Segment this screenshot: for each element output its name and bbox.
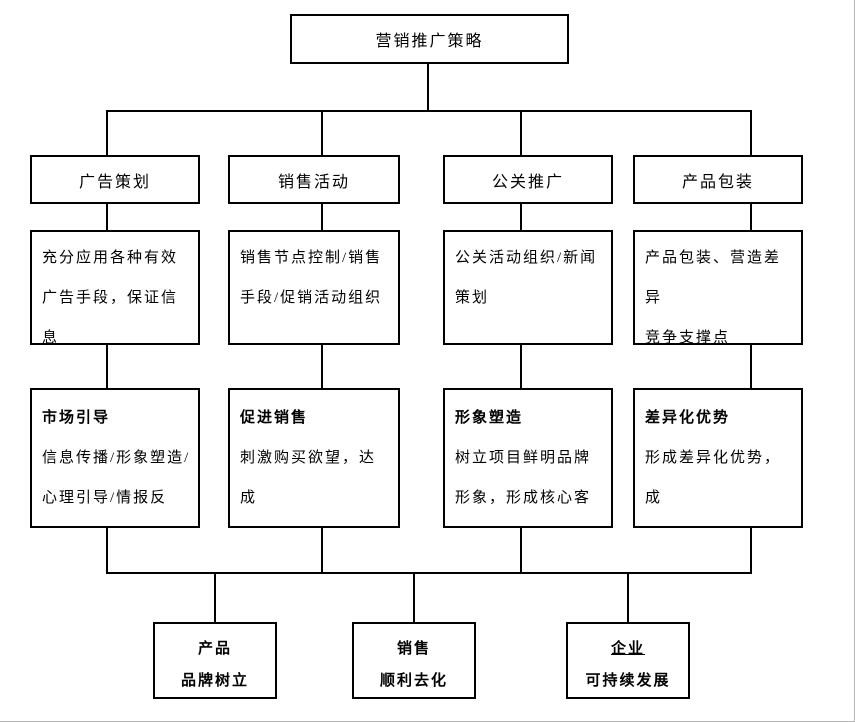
connector-desc-outcome-col1: [106, 345, 108, 389]
connector-result-drop-1: [214, 572, 216, 623]
description-node-col3: 公关活动组织/新闻 策划: [443, 230, 613, 345]
connector-result-drop-3: [627, 572, 629, 623]
outcome-title: 促进销售: [240, 410, 309, 426]
description-line: 策划: [455, 290, 490, 306]
description-line: 公关活动组织/新闻: [455, 250, 598, 266]
header-node-pr-promotion: 公关推广: [443, 155, 613, 204]
outcome-line: 树立项目鲜明品牌: [455, 450, 592, 466]
outcome-node-differentiation: 差异化优势 形成差异化优势，成 就可持续发展资源。: [633, 388, 803, 528]
outcome-line: 信息传播/形象塑造/: [42, 450, 191, 466]
result-line: 可持续发展: [585, 673, 671, 689]
header-label: 产品包装: [681, 173, 754, 191]
connector-root-stem: [427, 63, 429, 111]
header-node-ad-planning: 广告策划: [30, 155, 200, 204]
outcome-title: 市场引导: [42, 410, 111, 426]
description-node-col1: 充分应用各种有效 广告手段，保证信息 传播畅达: [30, 230, 200, 345]
result-node-product-brand: 产品 品牌树立: [153, 622, 277, 699]
outcome-line: 形成差异化优势，成: [645, 450, 782, 506]
connector-hdr-desc-col3: [520, 204, 522, 231]
connector-outcome-bus-col3: [520, 528, 522, 574]
header-node-sales-activity: 销售活动: [228, 155, 400, 204]
description-line: 手段/促销活动组织: [240, 290, 383, 306]
connector-bus-drop-col3: [520, 110, 522, 156]
result-node-enterprise-sustainability: 企业 可持续发展: [566, 622, 690, 699]
connector-bus-drop-col1: [106, 110, 108, 156]
header-label: 销售活动: [277, 173, 350, 191]
outcome-line: 就可持续发展资源。: [645, 518, 795, 526]
outcome-node-market-guidance: 市场引导 信息传播/形象塑造/ 心理引导/情报反馈。: [30, 388, 200, 528]
connector-desc-outcome-col3: [520, 345, 522, 389]
root-label: 营销推广策略: [375, 33, 484, 50]
result-line: 销售: [396, 641, 431, 657]
connector-outcome-bus-col1: [106, 528, 108, 574]
connector-desc-outcome-col4: [750, 345, 752, 389]
description-line: 充分应用各种有效: [42, 250, 179, 266]
outcome-title: 形象塑造: [455, 410, 524, 426]
header-label: 广告策划: [78, 173, 151, 191]
description-line: 产品包装、营造差异: [645, 250, 782, 306]
outcome-node-promote-sales: 促进销售 刺激购买欲望，达成 有效需求。: [228, 388, 400, 528]
result-line: 顺利去化: [379, 673, 448, 689]
connector-hdr-desc-col4: [750, 204, 752, 231]
connector-outcome-bus-col2: [321, 528, 323, 574]
outcome-line: 心理引导/情报反馈。: [42, 490, 168, 506]
outcome-line: 刺激购买欲望，达成: [240, 450, 377, 506]
outcome-line: 有效需求。: [240, 518, 392, 526]
connector-bus-drop-col4: [750, 110, 752, 156]
header-node-product-packaging: 产品包装: [633, 155, 803, 204]
connector-result-drop-2: [413, 572, 415, 623]
result-line-underlined: 企业: [610, 641, 645, 657]
connector-bottom-bus: [106, 572, 752, 574]
description-node-col4: 产品包装、营造差异 竞争支撑点: [633, 230, 803, 345]
connector-top-bus: [106, 110, 752, 112]
connector-outcome-bus-col4: [750, 528, 752, 574]
connector-bus-drop-col2: [321, 110, 323, 156]
outcome-node-image-shaping: 形象塑造 树立项目鲜明品牌 形象，形成核心客户 ..: [443, 388, 613, 528]
result-line: 品牌树立: [180, 673, 249, 689]
result-node-sales-success: 销售 顺利去化: [352, 622, 476, 699]
description-line: 广告手段，保证信息: [42, 290, 179, 345]
connector-hdr-desc-col2: [321, 204, 323, 231]
root-node: 营销推广策略: [290, 14, 569, 64]
result-line: 产品: [197, 641, 232, 657]
connector-desc-outcome-col2: [321, 345, 323, 389]
header-label: 公关推广: [491, 173, 564, 191]
outcome-title: 差异化优势: [645, 410, 731, 426]
description-line: 销售节点控制/销售: [240, 250, 383, 266]
description-line: 竞争支撑点: [645, 330, 731, 345]
description-node-col2: 销售节点控制/销售 手段/促销活动组织: [228, 230, 400, 345]
outcome-line: 形象，形成核心客户: [455, 490, 592, 506]
connector-hdr-desc-col1: [106, 204, 108, 231]
